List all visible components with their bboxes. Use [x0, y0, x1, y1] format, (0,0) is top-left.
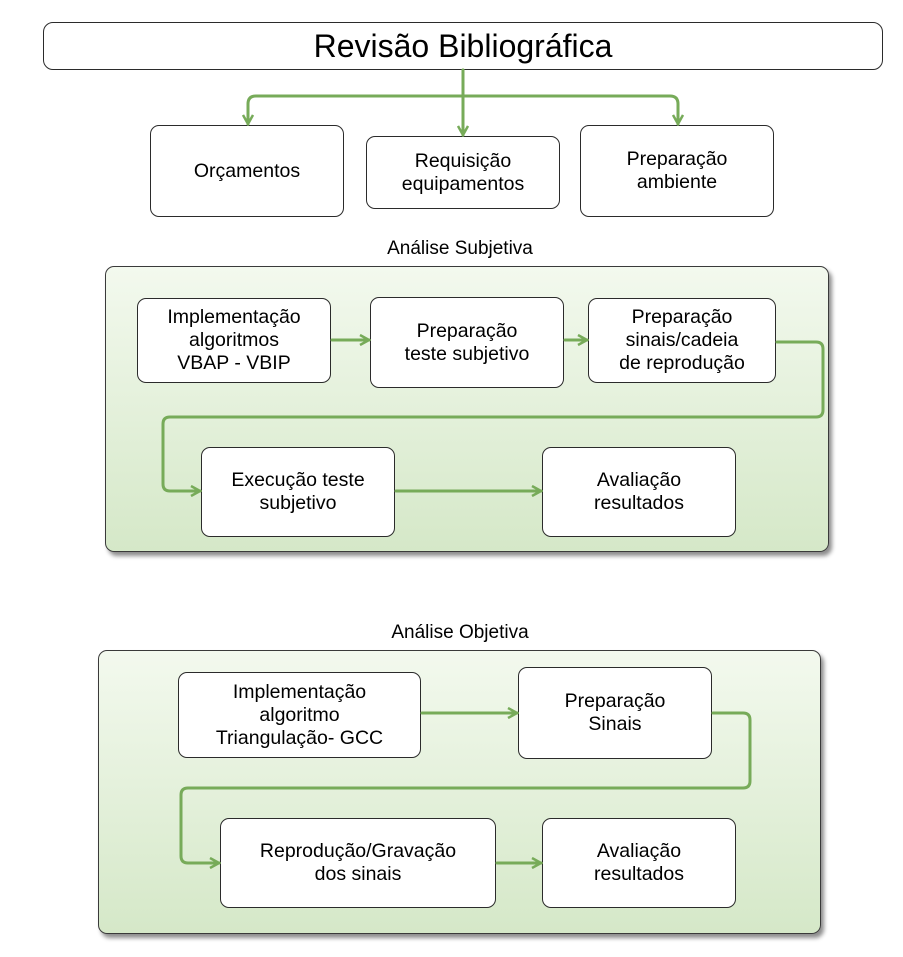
page-title: Revisão Bibliográfica	[313, 27, 613, 64]
preparacao-teste-subjetivo-box: Preparação teste subjetivo	[370, 297, 564, 388]
avaliacao-resultados-subjetiva-box: Avaliação resultados	[542, 447, 736, 537]
avaliacao-resultados-subjetiva-label: Avaliação resultados	[594, 469, 684, 514]
preparacao-sinais-cadeia-box: Preparação sinais/cadeia de reprodução	[588, 298, 776, 383]
implementacao-algoritmos-label: Implementação algoritmos VBAP - VBIP	[167, 306, 301, 374]
arrow-prep-sinais-to-reproducao	[179, 711, 752, 863]
implementacao-algoritmo-label: Implementação algoritmo Triangulação- GC…	[215, 680, 384, 749]
preparacao-sinais-label: Preparação Sinais	[564, 690, 666, 735]
execucao-teste-subjetivo-label: Execução teste subjetivo	[231, 469, 365, 514]
arrow-title-to-preparacao-ambiente	[461, 94, 678, 124]
avaliacao-resultados-objetiva-label: Avaliação resultados	[594, 840, 684, 885]
analise-subjetiva-label: Análise Subjetiva	[387, 238, 533, 259]
avaliacao-resultados-objetiva-box: Avaliação resultados	[542, 818, 736, 908]
reproducao-gravacao-box: Reprodução/Gravação dos sinais	[220, 818, 496, 908]
arrow-title-to-orcamentos	[248, 68, 465, 124]
implementacao-algoritmo-box: Implementação algoritmo Triangulação- GC…	[178, 672, 421, 758]
analise-objetiva-label: Análise Objetiva	[391, 622, 529, 643]
preparacao-sinais-box: Preparação Sinais	[518, 667, 712, 759]
title-box: Revisão Bibliográfica	[43, 22, 883, 70]
execucao-teste-subjetivo-box: Execução teste subjetivo	[201, 447, 395, 537]
preparacao-ambiente-label: Preparação ambiente	[626, 148, 728, 193]
preparacao-ambiente-box: Preparação ambiente	[580, 125, 774, 217]
preparacao-sinais-cadeia-label: Preparação sinais/cadeia de reprodução	[619, 306, 745, 374]
reproducao-gravacao-label: Reprodução/Gravação dos sinais	[259, 840, 457, 885]
preparacao-teste-subjetivo-label: Preparação teste subjetivo	[404, 319, 530, 365]
orcamentos-label: Orçamentos	[193, 159, 301, 182]
arrow-prep-sinais-to-execucao	[161, 340, 825, 491]
implementacao-algoritmos-box: Implementação algoritmos VBAP - VBIP	[137, 298, 331, 383]
requisicao-equipamentos-box: Requisição equipamentos	[366, 136, 560, 209]
requisicao-equipamentos-label: Requisição equipamentos	[401, 149, 525, 195]
